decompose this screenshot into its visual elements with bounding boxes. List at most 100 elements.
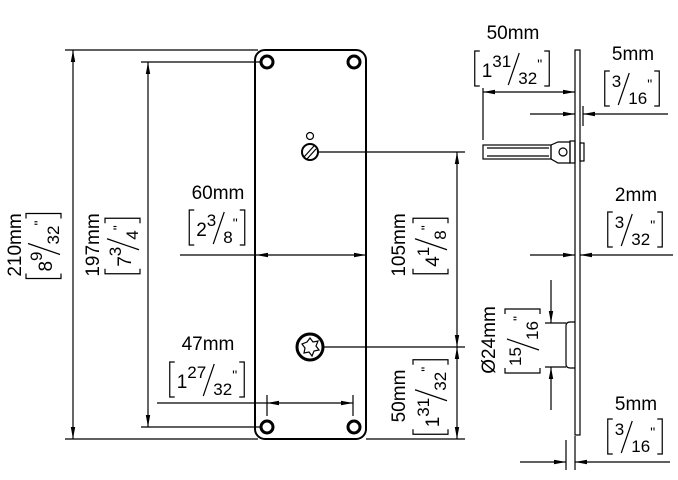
denominator: 32 <box>431 372 450 391</box>
denominator: 16 <box>631 437 650 456</box>
mm-value: Ø24mm <box>479 306 500 374</box>
bracket-left <box>607 211 613 248</box>
bracket-left <box>412 268 449 275</box>
denominator: 4 <box>123 230 142 239</box>
fraction-slash <box>414 389 448 402</box>
inch-mark: " <box>418 225 434 230</box>
inch-mark: " <box>647 76 652 92</box>
bracket-right <box>654 70 660 107</box>
fraction-slash <box>212 211 225 245</box>
label-cylinder-rose-diameter: Ø24mm 15 16" <box>479 306 542 374</box>
bracket-right <box>412 359 449 365</box>
numerator: 31 <box>492 52 511 71</box>
numerator: 3 <box>615 420 624 439</box>
inch-fraction: 131 32" <box>412 359 450 435</box>
bracket-right <box>25 212 62 219</box>
whole-inches: 1 <box>482 61 493 82</box>
label-rose-thickness-top: 5mm 316" <box>604 44 660 108</box>
fraction-slash <box>620 213 633 247</box>
inch-mark: " <box>233 215 238 231</box>
bracket-right <box>544 50 550 87</box>
numerator: 15 <box>506 347 525 366</box>
inch-mark: " <box>537 56 542 72</box>
mm-value: 5mm <box>615 394 657 415</box>
mounting-holes <box>259 54 362 435</box>
inch-mark: " <box>650 424 655 440</box>
label-plate-thickness: 2mm 3 32" <box>607 185 663 249</box>
bracket-left <box>25 273 62 280</box>
denominator: 16 <box>523 321 542 340</box>
denominator: 32 <box>213 380 232 399</box>
bracket-right <box>657 211 663 248</box>
inch-fraction: 3 32" <box>607 211 663 249</box>
mm-value: 50mm <box>389 370 410 423</box>
inch-mark: " <box>418 367 434 372</box>
numerator: 3 <box>207 211 216 230</box>
denominator: 16 <box>628 89 647 108</box>
fraction-slash <box>414 238 448 251</box>
numerator: 31 <box>414 398 433 417</box>
pin-hole <box>305 131 315 141</box>
inch-mark: " <box>110 225 126 230</box>
numerator: 27 <box>187 363 206 382</box>
mm-value: 60mm <box>192 183 245 204</box>
mm-value: 210mm <box>5 213 26 276</box>
bracket-left <box>607 418 613 455</box>
mm-value: 2mm <box>615 185 657 206</box>
label-bottom-to-cylinder: 50mm 131 32" <box>389 359 450 435</box>
inch-mark: " <box>650 217 655 233</box>
mm-value: 197mm <box>83 213 104 276</box>
label-hole-spacing-vertical: 197mm 734" <box>83 213 142 276</box>
front-view <box>65 49 465 440</box>
denominator: 8 <box>223 228 232 247</box>
whole-inches: 1 <box>423 417 444 428</box>
bracket-left <box>169 361 175 398</box>
label-center-distance: 105mm 418" <box>389 213 450 276</box>
mounting-hole <box>259 54 275 70</box>
inch-mark: " <box>510 316 526 321</box>
fraction-slash <box>506 338 540 351</box>
plate-profile <box>574 49 581 436</box>
bracket-left <box>474 50 480 87</box>
whole-inches: 4 <box>423 256 444 267</box>
inch-fraction: 734" <box>104 217 142 275</box>
whole-inches: 2 <box>196 220 207 241</box>
label-rose-thickness-bottom: 5mm 3 16" <box>607 394 663 456</box>
mm-value: 5mm <box>612 44 654 65</box>
fraction-slash <box>620 420 633 454</box>
inch-mark: " <box>31 221 47 226</box>
denominator: 32 <box>631 230 650 249</box>
mm-value: 47mm <box>182 334 235 355</box>
fraction-slash <box>106 238 140 251</box>
bracket-right <box>504 308 541 314</box>
inch-fraction: 418" <box>412 217 450 275</box>
numerator: 9 <box>27 252 46 261</box>
mounting-hole <box>346 54 362 70</box>
fraction-slash <box>27 242 61 256</box>
bracket-right <box>104 217 141 224</box>
fraction-slash <box>202 363 215 397</box>
mounting-hole <box>259 419 275 435</box>
numerator: 3 <box>615 213 624 232</box>
mm-value: 105mm <box>389 213 410 276</box>
bracket-right <box>239 361 245 398</box>
back-plate <box>254 49 367 440</box>
inch-fraction: 15 16" <box>504 308 542 374</box>
fraction-slash <box>617 72 630 106</box>
numerator: 3 <box>106 247 125 256</box>
denominator: 32 <box>518 69 537 88</box>
inch-fraction: 3 16" <box>607 418 663 456</box>
bracket-left <box>188 209 195 246</box>
whole-inches: 8 <box>36 261 57 272</box>
side-view <box>482 49 673 470</box>
bracket-left <box>504 368 541 374</box>
fraction-slash <box>507 52 520 86</box>
cylinder-rose <box>295 332 325 362</box>
